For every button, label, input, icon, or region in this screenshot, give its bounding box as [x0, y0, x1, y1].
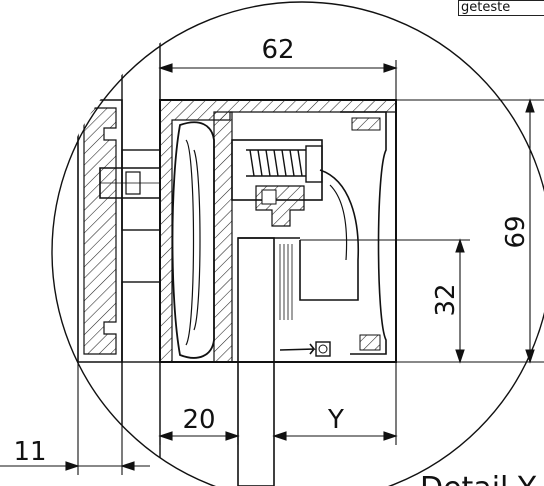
brush-seal: [279, 244, 293, 320]
detail-circle: [51, 1, 544, 486]
section-geometry: [77, 0, 397, 486]
right-arm: [299, 169, 360, 301]
dim-20: 20: [182, 405, 215, 435]
bolt: [99, 167, 161, 199]
spring: [246, 149, 306, 177]
dim-11: 11: [13, 437, 46, 467]
dim-32: 32: [431, 283, 461, 316]
dim-y: Y: [327, 405, 344, 435]
right-lip: [340, 111, 387, 355]
rail-divider: [213, 111, 233, 363]
stopper: [315, 341, 331, 357]
roller: [171, 121, 215, 359]
detail-label: Detail Y: [420, 471, 537, 486]
dim-69: 69: [501, 215, 531, 248]
corner-tag: geteste: [458, 0, 544, 16]
dim-62: 62: [261, 35, 294, 65]
dimension-lines: [0, 60, 544, 475]
